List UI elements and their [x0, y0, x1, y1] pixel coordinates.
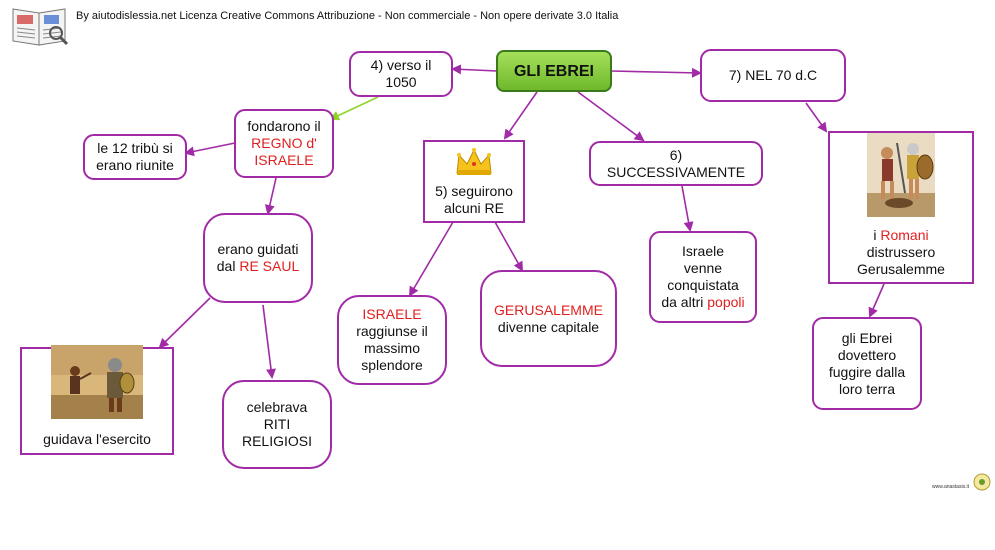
arrow-nel70-to-romani	[805, 102, 828, 133]
arrow-successivamente-to-conquistata	[681, 185, 694, 232]
roman-soldiers-image	[867, 133, 935, 221]
guidati-pre: dal	[216, 258, 240, 274]
node-guidati: erano guidati dal RE SAUL	[203, 213, 313, 303]
node-12-tribu: le 12 tribù si erano riunite	[83, 134, 187, 180]
crown-icon	[454, 147, 494, 181]
riti-line1: celebrava	[246, 399, 308, 415]
license-credit: By aiutodislessia.net Licenza Creative C…	[76, 10, 619, 22]
arrow-fondarono-to-tribu	[184, 142, 236, 157]
arrow-guidati-to-riti	[262, 304, 276, 379]
fuggire-line4: loro terra	[838, 380, 896, 397]
fondarono-line1: fondarono il	[247, 118, 321, 134]
arrow-seguirono-to-israele	[408, 221, 454, 297]
seguirono-line2: alcuni RE	[444, 200, 504, 216]
israele-line2: raggiunse il	[356, 323, 428, 339]
arrow-seguirono-to-gerusalemme	[494, 221, 523, 272]
conquistata-line2: venne	[683, 260, 723, 276]
gerusalemme-line2: divenne capitale	[497, 318, 600, 335]
romani-red: Romani	[880, 227, 929, 243]
david-goliath-image	[51, 345, 143, 423]
node-fondarono: fondarono il REGNO d' ISRAELE	[234, 109, 334, 178]
israele-line3: massimo	[363, 340, 420, 356]
seguirono-line1: 5) seguirono	[435, 183, 513, 199]
israele-line4: splendore	[361, 357, 423, 373]
node-riti: celebrava RITI RELIGIOSI	[222, 380, 332, 469]
tribu-line1: le 12 tribù si	[97, 140, 173, 156]
fondarono-line2: REGNO d'	[251, 135, 317, 151]
fuggire-line2: dovettero	[837, 346, 897, 363]
verso-line2: 1050	[385, 74, 417, 90]
conquistata-pre: da altri	[661, 294, 708, 310]
conquistata-red: popoli	[707, 294, 745, 310]
tribu-line2: erano riunite	[96, 157, 174, 173]
guidati-line1: erano guidati	[217, 241, 299, 257]
arrow-main-to-successivamente	[577, 91, 645, 142]
riti-line2: RITI	[263, 416, 291, 432]
arrow-guidati-to-esercito	[158, 297, 211, 349]
arrow-romani-to-fuggire	[868, 283, 885, 318]
riti-line3: RELIGIOSI	[241, 433, 313, 449]
anastasis-logo-icon	[972, 472, 992, 492]
verso-line1: 4) verso il	[370, 57, 432, 73]
guidati-red: RE SAUL	[239, 258, 300, 274]
node-esercito: guidava l'esercito	[20, 345, 174, 455]
node-nel-70: 7) NEL 70 d.C	[700, 49, 846, 102]
arrow-main-to-verso	[451, 64, 498, 75]
arrow-verso-to-fondarono	[329, 96, 379, 121]
romani-pre: i	[873, 227, 881, 243]
arrow-main-to-seguirono	[503, 91, 538, 140]
node-seguirono: 5) seguirono alcuni RE	[423, 140, 525, 223]
book-logo-icon	[9, 3, 71, 47]
node-israele: ISRAELE raggiunse il massimo splendore	[337, 295, 447, 385]
arrow-main-to-nel70	[610, 67, 702, 78]
node-successivamente: 6) SUCCESSIVAMENTE	[589, 141, 763, 186]
successivamente-line1: 6)	[669, 146, 683, 163]
nel70-label: 7) NEL 70 d.C	[728, 67, 818, 83]
successivamente-line2: SUCCESSIVAMENTE	[606, 163, 746, 180]
node-romani: i Romani distrussero Gerusalemme	[828, 131, 974, 284]
fondarono-line3: ISRAELE	[254, 152, 314, 168]
fuggire-line1: gli Ebrei	[841, 329, 893, 346]
node-verso-1050: 4) verso il 1050	[349, 51, 453, 97]
guidati-line2: dal RE SAUL	[217, 258, 300, 275]
israele-red: ISRAELE	[362, 306, 422, 322]
romani-line3: Gerusalemme	[857, 261, 945, 277]
conquistata-line4: da altri popoli	[661, 294, 744, 311]
conquistata-line3: conquistata	[667, 277, 739, 293]
main-topic-label: GLI EBREI	[513, 62, 594, 80]
romani-line2: distrussero	[866, 244, 936, 260]
esercito-label: guidava l'esercito	[43, 431, 151, 447]
node-conquistata: Israele venne conquistata da altri popol…	[649, 231, 757, 323]
main-topic-node: GLI EBREI	[496, 50, 612, 92]
arrow-fondarono-to-guidati	[264, 177, 277, 215]
conquistata-line1: Israele	[681, 243, 725, 259]
node-fuggire: gli Ebrei dovettero fuggire dalla loro t…	[812, 317, 922, 410]
node-gerusalemme: GERUSALEMME divenne capitale	[480, 270, 617, 367]
gerusalemme-red: GERUSALEMME	[494, 301, 603, 318]
fuggire-line3: fuggire dalla	[828, 363, 906, 380]
romani-line1: i Romani	[873, 227, 928, 244]
footer-site: www.anastasis.it	[932, 484, 969, 490]
